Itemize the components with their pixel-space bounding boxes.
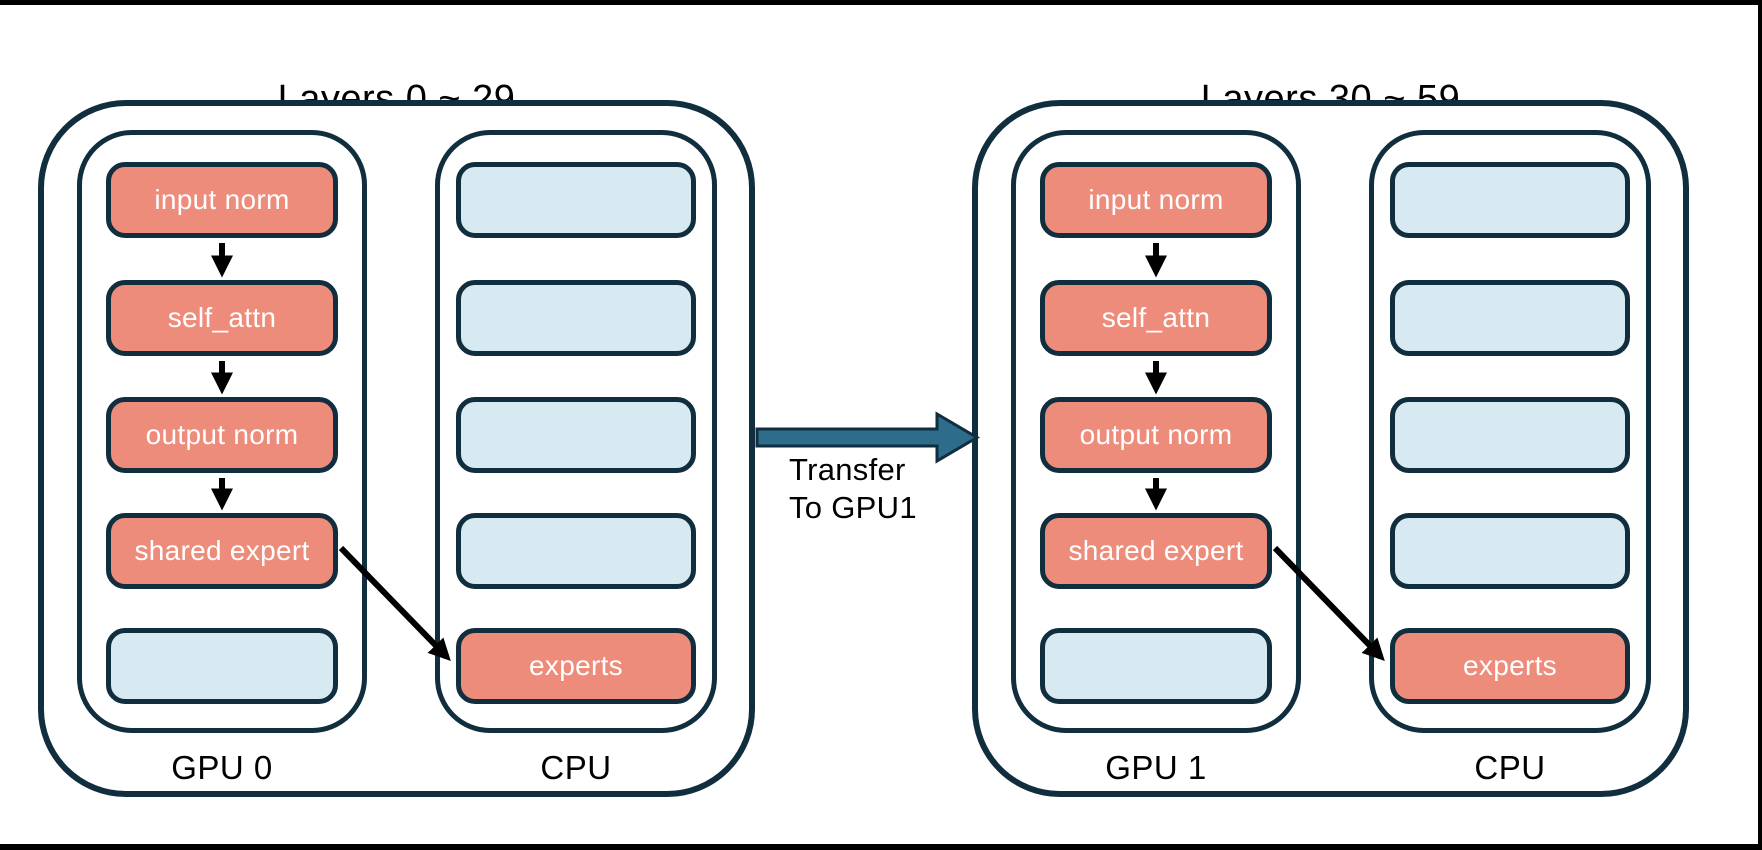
memory-slot-empty (456, 397, 696, 473)
module-label: shared expert (1068, 535, 1244, 566)
memory-slot-empty (456, 280, 696, 356)
gpu-column: input norm self_attn output norm shared … (1011, 130, 1301, 733)
gpu-column: input norm self_attn output norm shared … (77, 130, 367, 733)
module-label: input norm (1088, 184, 1224, 215)
cpu-column: experts (1369, 130, 1651, 733)
module-label: input norm (154, 184, 290, 215)
cpu-column: experts (435, 130, 717, 733)
memory-slot-empty (456, 513, 696, 589)
letterbox-top-bar (0, 0, 1762, 5)
letterbox-right-bar (1758, 0, 1762, 850)
module-box-self-attn: self_attn (106, 280, 338, 356)
memory-slot-empty (1390, 162, 1630, 238)
module-label: self_attn (167, 302, 277, 333)
cpu-label: CPU (540, 749, 612, 786)
module-box-output-norm: output norm (1040, 397, 1272, 473)
cpu-label: CPU (1474, 749, 1546, 786)
module-label: shared expert (134, 535, 310, 566)
module-box-experts: experts (456, 628, 696, 704)
module-box-self-attn: self_attn (1040, 280, 1272, 356)
group-layers-30-59: Layers 30 ~ 59 input norm self_attn outp… (972, 28, 1689, 797)
transfer-label: Transfer To GPU1 (789, 451, 917, 527)
module-box-input-norm: input norm (106, 162, 338, 238)
gpu-label: GPU 1 (1105, 749, 1207, 786)
module-label: output norm (145, 419, 299, 450)
module-label: experts (529, 650, 623, 681)
transfer-label-line1: Transfer (789, 452, 906, 487)
memory-slot-empty (1390, 513, 1630, 589)
letterbox-bottom-bar (0, 844, 1762, 850)
memory-slot-empty (1040, 628, 1272, 704)
gpu-label: GPU 0 (171, 749, 273, 786)
memory-slot-empty (1390, 397, 1630, 473)
module-box-shared-expert: shared expert (1040, 513, 1272, 589)
memory-slot-empty (106, 628, 338, 704)
transfer-label-line2: To GPU1 (789, 490, 917, 525)
module-label: experts (1463, 650, 1557, 681)
module-label: self_attn (1101, 302, 1211, 333)
module-box-shared-expert: shared expert (106, 513, 338, 589)
module-box-experts: experts (1390, 628, 1630, 704)
module-label: output norm (1079, 419, 1233, 450)
memory-slot-empty (1390, 280, 1630, 356)
module-box-input-norm: input norm (1040, 162, 1272, 238)
module-box-output-norm: output norm (106, 397, 338, 473)
memory-slot-empty (456, 162, 696, 238)
group-layers-0-29: Layers 0 ~ 29 input norm self_attn outpu… (38, 28, 755, 797)
